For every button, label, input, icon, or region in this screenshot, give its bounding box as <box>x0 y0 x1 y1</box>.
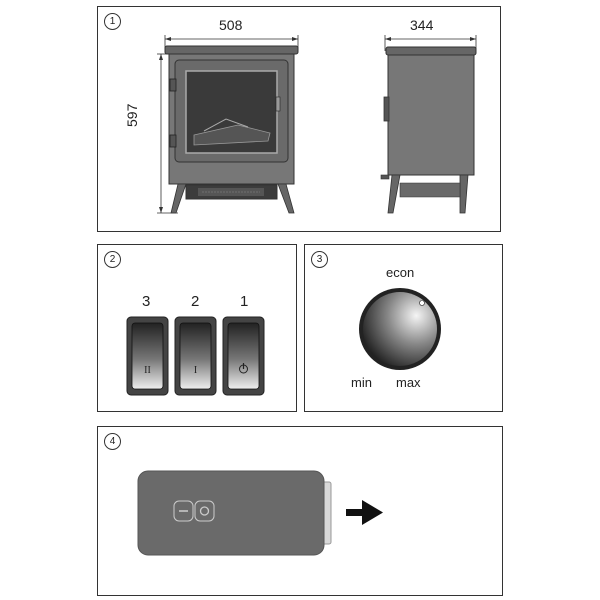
depth-label: 344 <box>410 17 434 33</box>
step-number: 4 <box>104 433 121 450</box>
knob-indicator-dot <box>419 300 425 306</box>
rocker-switches: II I <box>126 316 265 396</box>
power-icon <box>239 363 248 374</box>
step-number: 2 <box>104 251 121 268</box>
step-number: 3 <box>311 251 328 268</box>
switch-3-rocker[interactable]: II <box>126 316 169 396</box>
panel-thermostat: 3 econ min max <box>304 244 503 412</box>
remote-minus-button[interactable] <box>173 500 194 522</box>
remote-circle-button[interactable] <box>194 500 215 522</box>
switch-1-rocker[interactable] <box>222 316 265 396</box>
width-label: 508 <box>219 17 243 33</box>
switch-3-label: 3 <box>142 293 151 310</box>
heater-drawings <box>157 35 477 214</box>
side-view <box>380 35 477 214</box>
max-label: max <box>396 375 421 390</box>
front-view <box>157 35 299 214</box>
switch-2-rocker[interactable]: I <box>174 316 217 396</box>
panel-remote: 4 <box>97 426 503 596</box>
econ-label: econ <box>386 265 415 280</box>
min-label: min <box>351 375 372 390</box>
switch-2-symbol: I <box>194 365 197 376</box>
height-label: 597 <box>124 103 140 127</box>
step-number: 1 <box>104 13 121 30</box>
remote-body <box>137 470 325 556</box>
panel-switches: 2 3 2 1 II I <box>97 244 297 412</box>
thermostat-knob[interactable] <box>305 245 504 413</box>
remote-illustration <box>137 470 383 556</box>
switch-1-label: 1 <box>240 293 249 310</box>
arrow-right-icon <box>346 500 383 525</box>
switch-3-symbol: II <box>144 365 151 376</box>
panel-dimensions: 1 <box>97 6 501 232</box>
switch-2-label: 2 <box>191 293 200 310</box>
